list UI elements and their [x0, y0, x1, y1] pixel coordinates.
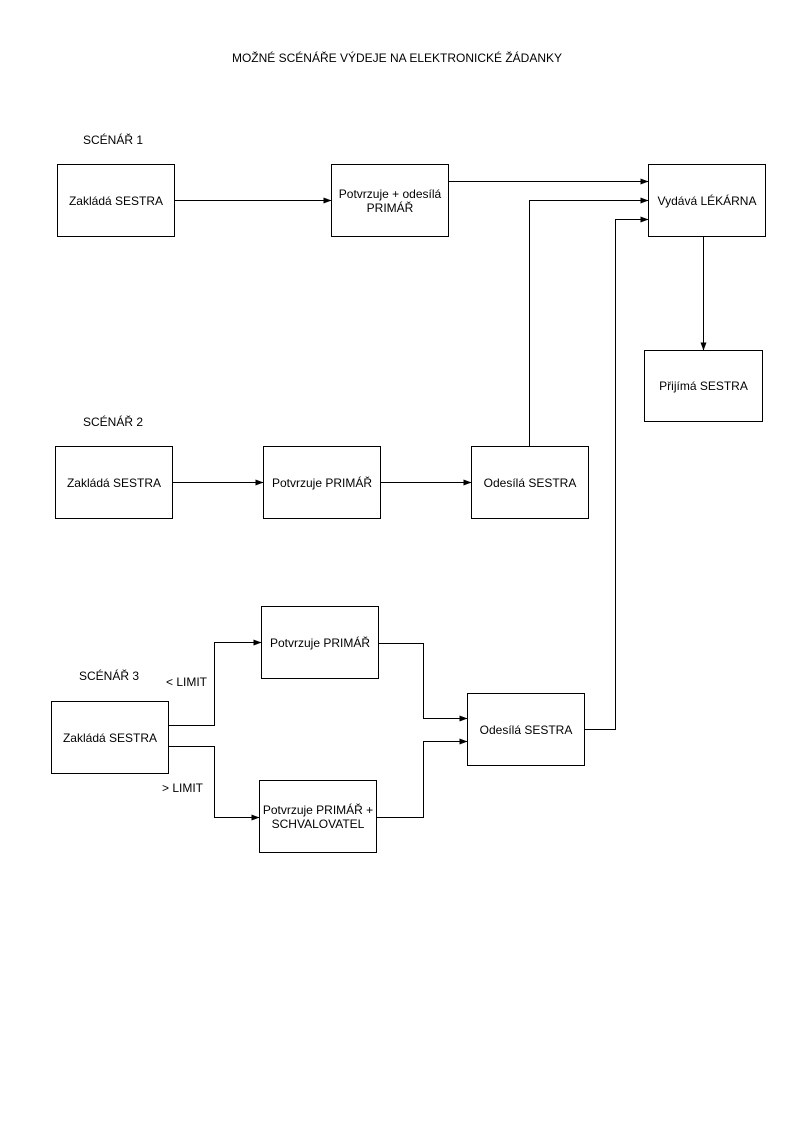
arrow-s3-high-to-send [376, 738, 468, 818]
edge-label-below-limit: < LIMIT [166, 675, 208, 689]
scenario-3-label: SCÉNÁŘ 3 [79, 669, 140, 683]
node-s1-confirms: Potvrzuje + odesílá PRIMÁŘ [331, 164, 449, 237]
scenario-2-label: SCÉNÁŘ 2 [83, 415, 144, 429]
diagram-title: MOŽNÉ SCÉNÁŘE VÝDEJE NA ELEKTRONICKÉ ŽÁD… [231, 51, 563, 65]
node-s3-confirms-low: Potvrzuje PRIMÁŘ [261, 606, 379, 679]
arrow-s2-send-to-pharmacy [529, 197, 649, 446]
arrow-s3-create-to-low [169, 639, 262, 726]
arrow-s3-send-to-pharmacy [584, 216, 649, 730]
node-s3-confirms-high: Potvrzuje PRIMÁŘ + SCHVALOVATEL [259, 780, 377, 853]
arrow-s3-low-to-send [378, 643, 468, 722]
node-s2-creates: Zakládá SESTRA [55, 446, 173, 519]
scenario-1-label: SCÉNÁŘ 1 [83, 133, 144, 147]
node-s2-sends: Odesílá SESTRA [471, 446, 589, 519]
node-s3-sends: Odesílá SESTRA [467, 693, 585, 766]
node-s1-creates: Zakládá SESTRA [57, 164, 175, 237]
node-pharmacy: Vydává LÉKÁRNA [648, 164, 766, 237]
edge-label-above-limit: > LIMIT [162, 781, 204, 795]
arrow-s3-create-to-high [169, 746, 260, 821]
node-s3-creates: Zakládá SESTRA [51, 701, 169, 774]
node-receives: Přijímá SESTRA [644, 350, 763, 422]
node-s2-confirms: Potvrzuje PRIMÁŘ [263, 446, 381, 519]
